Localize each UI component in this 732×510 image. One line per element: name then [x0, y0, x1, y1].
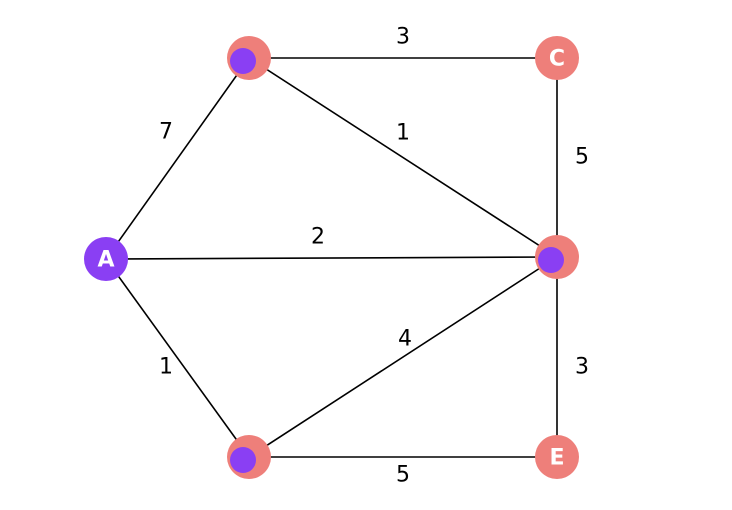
nodes-layer: A C E: [84, 36, 579, 479]
node-label: C: [549, 47, 565, 72]
node-circle: [535, 36, 579, 80]
weights-layer: 7 2 1 3 1 5 3 4 5: [159, 25, 589, 488]
edges-layer: [105, 57, 558, 458]
node-b[interactable]: [227, 36, 271, 80]
node-f[interactable]: [227, 435, 271, 479]
edge-weight-b-d: 1: [396, 121, 410, 146]
edge-weight-b-c: 3: [396, 25, 410, 50]
edge-weight-f-e: 5: [396, 463, 410, 488]
edge-a-f: [105, 258, 250, 458]
node-circle: [535, 435, 579, 479]
node-c[interactable]: C: [535, 36, 579, 80]
edge-weight-a-f: 1: [159, 355, 173, 380]
node-d[interactable]: [535, 235, 579, 279]
visited-marker: [538, 247, 564, 273]
edge-d-f: [248, 256, 558, 458]
visited-marker: [230, 447, 256, 473]
node-e[interactable]: E: [535, 435, 579, 479]
node-label: E: [549, 446, 564, 471]
edge-weight-d-f: 4: [398, 327, 412, 352]
edge-weight-d-e: 3: [575, 355, 589, 380]
visited-marker: [230, 48, 256, 74]
node-a[interactable]: A: [84, 237, 128, 281]
edge-weight-c-d: 5: [575, 145, 589, 170]
node-label: A: [97, 248, 114, 273]
edge-a-b: [105, 57, 250, 260]
edge-weight-a-d: 2: [311, 225, 325, 250]
node-circle: [84, 237, 128, 281]
edge-weight-a-b: 7: [159, 120, 173, 145]
edge-b-d: [248, 57, 558, 258]
edge-a-d: [105, 256, 558, 260]
